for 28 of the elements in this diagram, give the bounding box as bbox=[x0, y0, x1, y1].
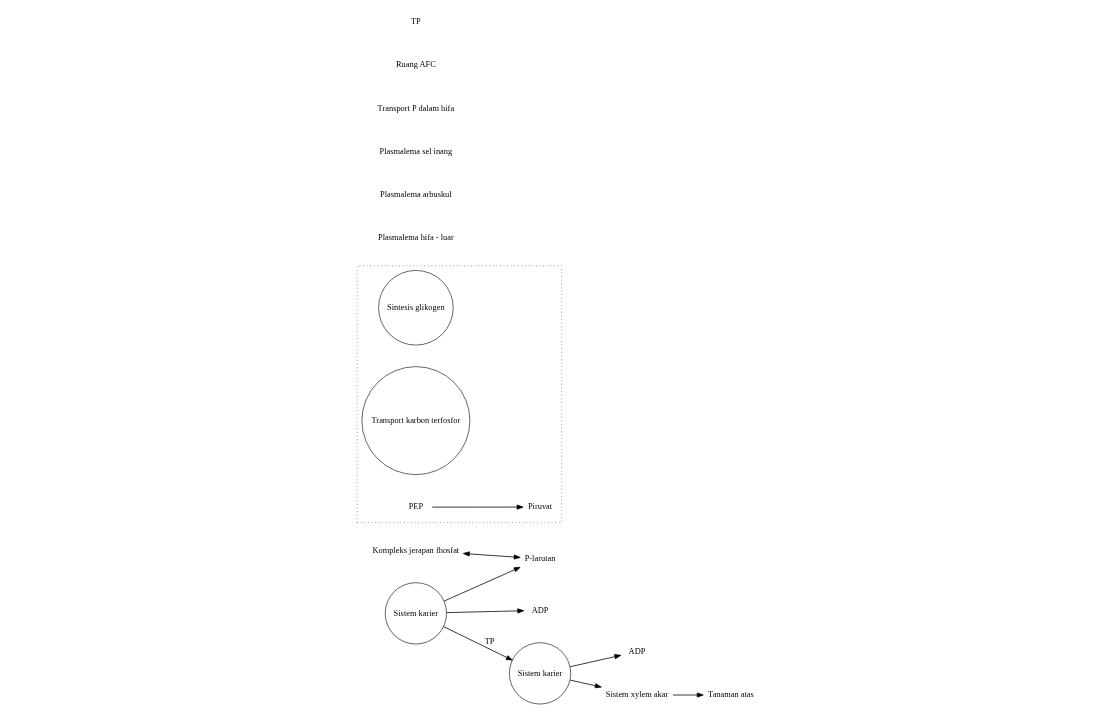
node-text: PEP bbox=[408, 502, 424, 512]
node-text: Tanaman atas bbox=[708, 690, 754, 700]
arrow bbox=[672, 692, 704, 698]
arrow bbox=[443, 626, 513, 661]
arrow bbox=[462, 551, 521, 560]
arrow bbox=[431, 504, 524, 510]
label: Plasmalema sel inang bbox=[379, 146, 453, 156]
node-text: Piruvat bbox=[527, 502, 553, 512]
arrow bbox=[569, 654, 622, 668]
edge-label: TP bbox=[484, 637, 495, 647]
node-text: ADP bbox=[531, 605, 549, 615]
node-circle: Sistem karier bbox=[509, 642, 571, 705]
node-text: P-larutan bbox=[524, 553, 556, 563]
label: Plasmalema hifa - luar bbox=[378, 233, 454, 243]
arrow bbox=[569, 679, 602, 689]
node-circle: Sintesis glikogen bbox=[378, 270, 454, 346]
arrow bbox=[443, 566, 521, 602]
node-text: ADP bbox=[628, 647, 646, 657]
label: Transport P dalam hifa bbox=[377, 103, 455, 113]
label: Ruang AFC bbox=[395, 60, 436, 70]
node-circle: Sistem karier bbox=[384, 582, 447, 645]
label: Plasmalema arbuskul bbox=[380, 190, 452, 200]
node-text: Sistem xylem akar bbox=[605, 690, 669, 700]
node-circle: Transport karbon terfosfor bbox=[361, 366, 471, 475]
cluster bbox=[356, 265, 562, 523]
arrow bbox=[446, 608, 525, 614]
label: TP bbox=[410, 17, 421, 27]
node-text: Kompleks jerapan fhosfat bbox=[372, 545, 460, 555]
